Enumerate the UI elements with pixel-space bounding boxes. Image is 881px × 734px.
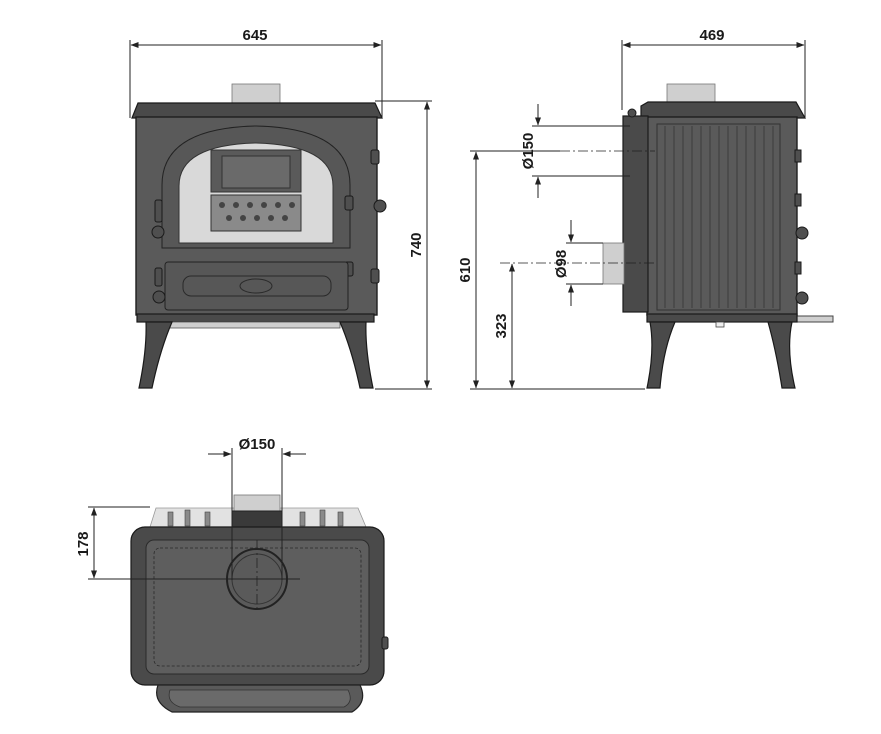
front-view: [131, 83, 387, 389]
dim-side-depth: 469: [621, 27, 806, 118]
side-plinth: [646, 313, 798, 323]
plan-view: [130, 494, 389, 713]
dim-front-width: 645: [129, 27, 383, 118]
side-front-leg: [767, 321, 796, 389]
rear-air-pipe: [602, 242, 625, 285]
rear-air-diameter-label: Ø98: [553, 250, 570, 278]
front-plinth: [136, 313, 375, 323]
front-top-plate: [131, 102, 383, 119]
side-body: [646, 116, 798, 316]
front-width-label: 645: [242, 27, 267, 44]
side-knob-upper-icon: [795, 226, 809, 240]
side-top-plate: [640, 101, 807, 119]
plan-flue-pipe: [233, 494, 281, 512]
right-knob-icon: [373, 199, 387, 213]
dim-plan-flue-offset: 178: [75, 506, 300, 580]
plan-flue-diameter-label: Ø150: [239, 436, 276, 453]
drawer-handle-icon: [152, 290, 166, 304]
door-handle-icon: [151, 225, 165, 239]
side-view: [602, 83, 834, 389]
front-height-label: 740: [408, 232, 425, 257]
dim-rear-air-height: 323: [493, 263, 515, 389]
rear-panel: [622, 115, 649, 313]
plan-flue-offset-label: 178: [75, 531, 92, 556]
side-flue-pipe: [666, 83, 716, 105]
front-right-leg: [339, 321, 374, 389]
front-left-leg: [138, 321, 173, 389]
side-ribs: [664, 126, 774, 308]
side-knob-lower-icon: [795, 291, 809, 305]
front-flue-pipe: [231, 83, 281, 105]
side-depth-label: 469: [699, 27, 724, 44]
dim-rear-flue-height: 610: [457, 150, 645, 390]
ash-drawer: [164, 261, 349, 311]
rear-air-height-label: 323: [493, 313, 510, 338]
dim-front-height: 740: [375, 100, 432, 390]
dim-rear-air-diameter: Ø98: [500, 220, 655, 306]
dim-plan-flue-diameter: Ø150: [208, 436, 306, 612]
side-rear-leg: [646, 321, 676, 389]
rear-flue-height-label: 610: [457, 257, 474, 282]
